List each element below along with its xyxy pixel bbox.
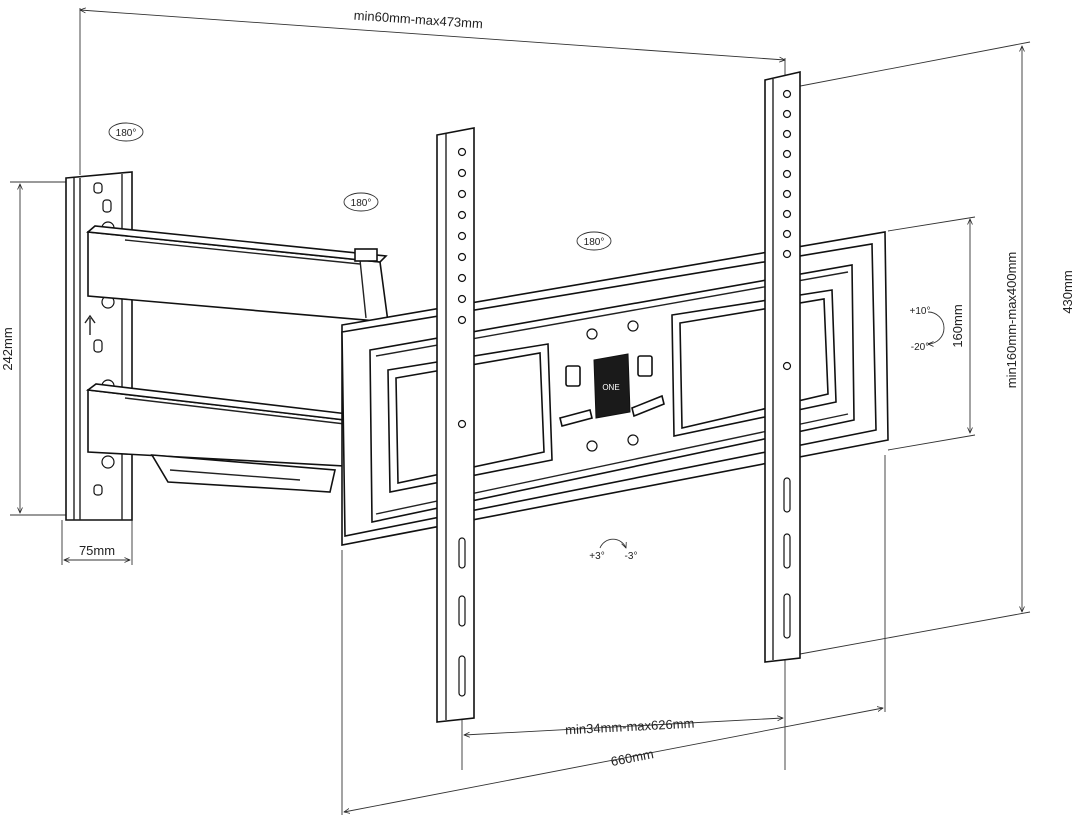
wall-plate (65, 171, 133, 521)
svg-text:180°: 180° (116, 128, 137, 139)
dim-overall-w: 660mm (609, 746, 654, 769)
dim-vesa-h: min34mm-max626mm (565, 716, 695, 738)
svg-text:180°: 180° (351, 198, 372, 209)
dim-plate-height: 242mm (0, 327, 15, 370)
svg-text:-20°: -20° (911, 342, 929, 353)
dim-arm-reach: min60mm-max473mm (353, 8, 483, 32)
svg-text:+3°: +3° (589, 551, 604, 562)
swivel-wall-badge: 180° (108, 122, 144, 142)
brand-logo: ONE (602, 383, 619, 392)
dim-vesa-v: min160mm-max400mm (1004, 252, 1019, 389)
svg-text:+10°: +10° (910, 306, 931, 317)
lower-arm (85, 383, 350, 467)
swivel-head-badge: 180° (576, 231, 612, 251)
dim-line-overall-w (344, 708, 883, 812)
dim-frame-h: 160mm (950, 304, 965, 347)
svg-text:-3°: -3° (625, 551, 638, 562)
extension-lines (10, 8, 1031, 815)
tilt-indicator: +10° -20° (910, 306, 945, 353)
up-arrow-icon (84, 314, 96, 335)
svg-text:180°: 180° (584, 237, 605, 248)
dim-overall-h: 430mm (1060, 270, 1075, 313)
upper-arm (86, 225, 389, 323)
swivel-mid-badge: 180° (343, 192, 379, 212)
rail-left (436, 127, 475, 723)
dim-plate-width: 75mm (79, 543, 115, 558)
rail-right (764, 70, 801, 663)
level-indicator: +3° -3° (589, 538, 638, 562)
dimension-lines (20, 10, 1022, 812)
dim-line-arm-reach (80, 10, 785, 60)
tv-frame: ONE (341, 231, 889, 546)
arm-bracket (150, 454, 336, 493)
